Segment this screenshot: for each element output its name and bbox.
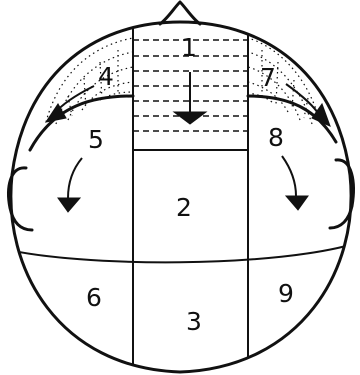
region-label-7: 7 (260, 63, 276, 92)
region-label-2: 2 (176, 193, 192, 222)
region-label-5: 5 (88, 125, 104, 154)
arrow-region-4 (46, 86, 94, 122)
region-label-6: 6 (86, 283, 102, 312)
region-label-1: 1 (181, 33, 197, 62)
region-label-8: 8 (268, 123, 284, 152)
arrow-region-1 (174, 72, 206, 124)
arrow-region-5 (58, 158, 82, 212)
region-label-4: 4 (98, 62, 114, 91)
region-label-3: 3 (186, 307, 202, 336)
region-label-9: 9 (278, 279, 294, 308)
arrow-region-8 (282, 156, 308, 210)
